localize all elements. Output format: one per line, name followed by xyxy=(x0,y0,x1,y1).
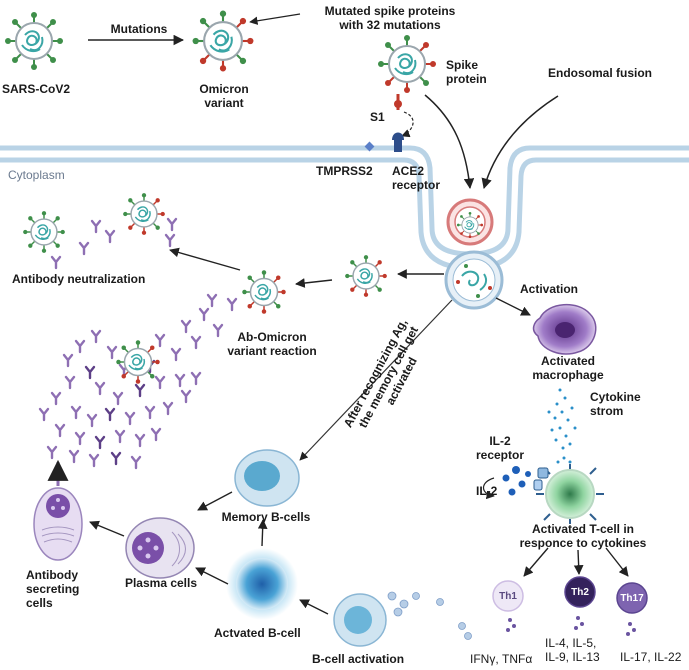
il2-icon xyxy=(502,466,531,496)
th-output-dots xyxy=(506,616,636,636)
mutated-label-2: with 32 mutations xyxy=(339,18,441,32)
mutated-arrow xyxy=(249,13,301,25)
tmprss2-icon xyxy=(364,141,375,152)
t-cell-icon xyxy=(536,464,604,524)
plasma-label: Plasma cells xyxy=(124,576,198,590)
s1-dashed-arrow xyxy=(401,111,414,138)
il2-receptor-icon xyxy=(533,467,549,491)
sars-cov2-label: SARS-CoV2 xyxy=(2,82,71,96)
th2-output-label-2: IL-9, IL-13 xyxy=(545,650,600,664)
th17-label: Th17 xyxy=(620,593,644,604)
ab-omicron-virus-icon xyxy=(241,269,287,315)
plasma-cell-icon xyxy=(125,517,195,579)
ace2-receptor-icon xyxy=(392,132,404,152)
th1-label: Th1 xyxy=(499,591,517,602)
activation-label: Activation xyxy=(520,282,579,296)
th2-cell-icon xyxy=(564,576,596,608)
endosomal-fusion-arrow xyxy=(481,95,559,190)
il2-label: IL-2 xyxy=(476,484,498,498)
il2-receptor-label-2: receptor xyxy=(475,448,525,462)
to-secreting-arrow xyxy=(89,520,125,537)
to-th1-arrow xyxy=(523,547,549,577)
antigen-dots xyxy=(387,591,472,640)
activation-arrow xyxy=(495,297,531,316)
ab-omicron-label-1: Ab-Omicron xyxy=(237,330,307,344)
b-activation-label: B-cell activation xyxy=(312,652,405,666)
to-ab-omicron-arrow xyxy=(295,278,333,288)
antibody-secreting-cell-icon xyxy=(33,487,83,561)
memory-b-cell-icon xyxy=(234,449,300,507)
cytokine-label-2: strom xyxy=(590,404,624,418)
ab-secreting-label-1: Antibody xyxy=(26,568,78,582)
th2-label: Th2 xyxy=(571,587,589,598)
to-th2-arrow xyxy=(573,549,584,575)
cytoplasm-label: Cytoplasm xyxy=(8,168,65,182)
th2-output-label-1: IL-4, IL-5, xyxy=(545,636,597,650)
neutralized-virus-icon xyxy=(122,192,166,236)
ace2-label-1: ACE2 xyxy=(392,164,425,178)
th1-output-label: IFNγ, TNFα xyxy=(470,652,533,666)
to-memory-arrow xyxy=(257,519,268,547)
b-cell-activation-icon xyxy=(333,593,387,647)
activated-t-label-1: Activated T-cell in xyxy=(531,522,635,536)
endosome-vesicle-icon xyxy=(444,250,504,310)
ab-bound-virus-icon xyxy=(115,339,161,385)
memory-to-plasma-arrow xyxy=(197,491,233,511)
activated-b-cell-icon xyxy=(226,548,298,620)
mutations-label: Mutations xyxy=(110,22,168,36)
mutated-label-1: Mutated spike proteins xyxy=(324,4,456,18)
memory-activation-arrow xyxy=(299,299,453,461)
spike-virus-icon xyxy=(377,34,437,94)
th17-cell-icon xyxy=(616,582,648,614)
to-neutralization-arrow xyxy=(169,247,241,271)
ab-secreting-label-3: cells xyxy=(26,596,53,610)
macrophage-icon xyxy=(532,303,597,355)
cytokine-label-1: Cytokine xyxy=(590,390,641,404)
th17-output-label: IL-17, IL-22 xyxy=(620,650,682,664)
omicron-virus-icon xyxy=(191,9,255,73)
th1-cell-icon xyxy=(492,580,524,612)
sars-cov2-virus-icon xyxy=(4,11,64,71)
to-th17-arrow xyxy=(605,547,629,577)
macrophage-label-2: macrophage xyxy=(532,368,604,382)
to-plasma-arrow xyxy=(195,567,229,585)
ace2-label-2: receptor xyxy=(392,178,441,192)
memory-b-label: Memory B-cells xyxy=(221,510,311,524)
omicron-label-2: variant xyxy=(204,96,244,110)
neutralized-virus-icon xyxy=(22,210,66,254)
cytokine-storm-icon xyxy=(547,388,577,464)
il2-receptor-label-1: IL-2 xyxy=(489,434,511,448)
s1-spike-icon xyxy=(394,94,402,110)
to-activated-b-arrow xyxy=(299,599,329,615)
macrophage-label-1: Activated xyxy=(540,354,596,368)
spike-to-endosome-arrow xyxy=(424,94,475,190)
activated-b-label: Actvated B-cell xyxy=(214,626,301,640)
spike-label-1: Spike xyxy=(446,58,479,72)
released-virus-icon xyxy=(344,254,388,298)
endosome-icon xyxy=(446,198,494,246)
il2-loop-arrow xyxy=(482,477,495,500)
omicron-label-1: Omicron xyxy=(199,82,249,96)
ab-secreting-label-2: secreting xyxy=(26,582,80,596)
ab-neutralization-label: Antibody neutralization xyxy=(12,272,146,286)
spike-label-2: protein xyxy=(446,72,487,86)
endosomal-label: Endosomal fusion xyxy=(548,66,653,80)
tmprss2-label: TMPRSS2 xyxy=(316,164,373,178)
s1-label: S1 xyxy=(370,110,385,124)
activated-t-label-2: responce to cytokines xyxy=(519,536,647,550)
ab-omicron-label-2: variant reaction xyxy=(227,344,317,358)
